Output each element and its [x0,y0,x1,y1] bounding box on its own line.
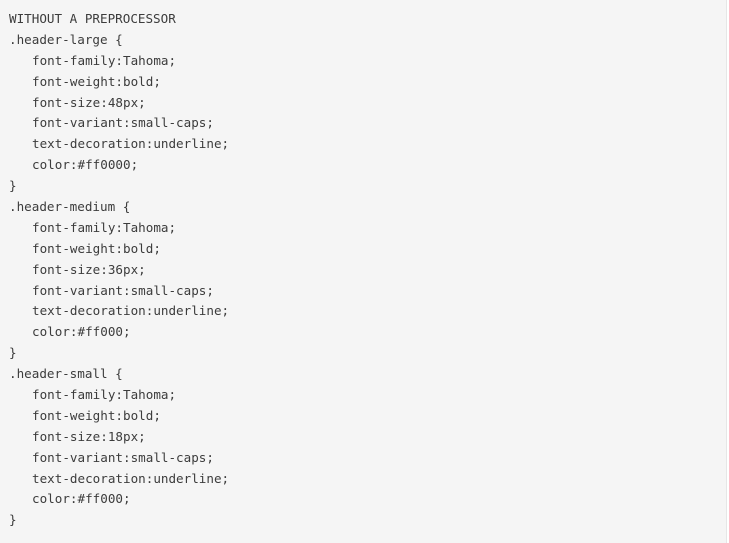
declaration-line: font-family:Tahoma; [32,387,177,403]
declaration-line: font-weight:bold; [32,240,161,256]
closing-brace: } [9,512,17,528]
declaration-line: color:#ff000; [32,491,131,507]
css-rule-header-large: .header-large { font-family:Tahoma; font… [9,30,726,197]
css-rule-header-small: .header-small { font-family:Tahoma; font… [9,364,726,531]
code-heading: WITHOUT A PREPROCESSOR [9,11,176,26]
declaration-line: font-size:36px; [32,261,146,277]
closing-brace: } [9,178,17,194]
selector-line: .header-large { [9,31,123,47]
declaration-line: font-size:48px; [32,94,146,110]
closing-brace: } [9,345,17,361]
declaration-line: font-variant:small-caps; [32,282,214,298]
declaration-line: text-decoration:underline; [32,136,230,152]
declaration-line: font-family:Tahoma; [32,219,177,235]
declaration-line: text-decoration:underline; [32,470,230,486]
declaration-line: color:#ff0000; [32,157,139,173]
selector-line: .header-small { [9,366,123,382]
declaration-line: font-variant:small-caps; [32,449,214,465]
declaration-line: font-family:Tahoma; [32,52,177,68]
declaration-line: font-variant:small-caps; [32,115,214,131]
declaration-line: font-weight:bold; [32,73,161,89]
declaration-line: font-weight:bold; [32,407,161,423]
selector-line: .header-medium { [9,199,131,215]
declaration-line: font-size:18px; [32,428,146,444]
declaration-line: color:#ff000; [32,324,131,340]
declaration-line: text-decoration:underline; [32,303,230,319]
css-rule-header-medium: .header-medium { font-family:Tahoma; fon… [9,197,726,364]
